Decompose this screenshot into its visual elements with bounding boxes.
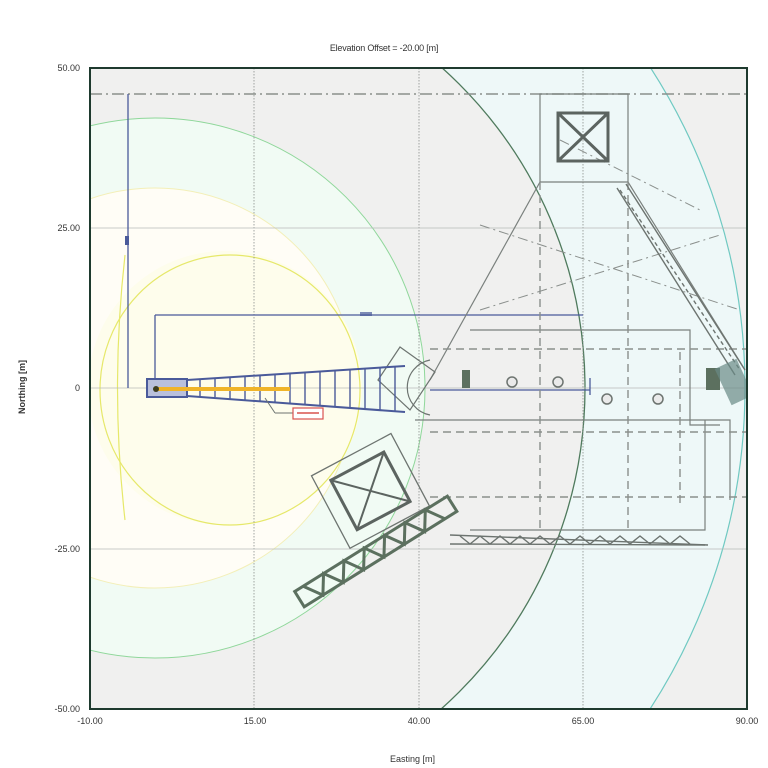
lower-crane: [310, 432, 431, 550]
x-tick-neg10: -10.00: [77, 716, 103, 726]
x-tick-40: 40.00: [407, 716, 431, 726]
lower-boom: [292, 494, 459, 609]
crane-center-point: [153, 386, 159, 392]
support-points: [506, 376, 664, 405]
y-tick-25: 25.00: [57, 223, 80, 233]
y-tick-50: 50.00: [57, 63, 80, 73]
x-axis-label: Easting [m]: [390, 754, 436, 764]
x-tick-90: 90.00: [735, 716, 759, 726]
x-tick-15: 15.00: [243, 716, 267, 726]
structure-dashed: [430, 182, 747, 530]
grid-vertical: [253, 68, 584, 709]
y-tick-neg25: -25.00: [54, 544, 80, 554]
upper-boom: [616, 183, 746, 376]
plot-title: Elevation Offset = -20.00 [m]: [329, 43, 439, 53]
x-tick-65: 65.00: [571, 716, 595, 726]
tower-top: [556, 111, 610, 163]
plot-frame: [89, 67, 748, 710]
y-tick-0: 0: [74, 383, 80, 393]
horizontal-boom: [449, 534, 709, 546]
y-tick-neg50: -50.00: [54, 704, 80, 714]
